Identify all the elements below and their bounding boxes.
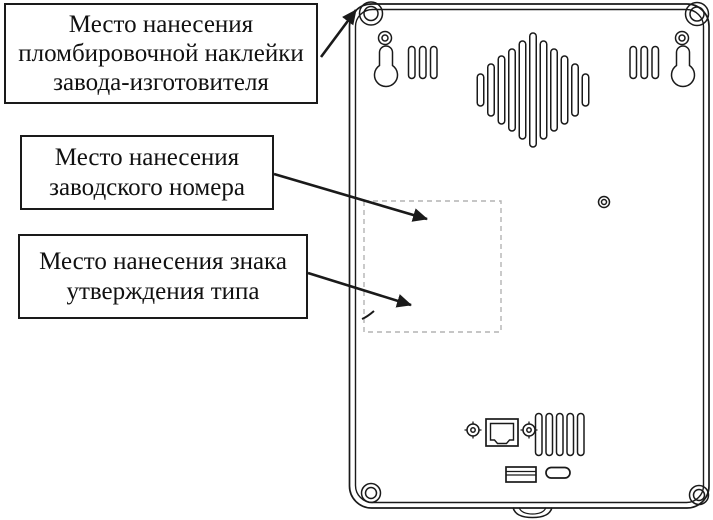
tick-mark	[361, 310, 375, 320]
corner-screw-bottom-right	[688, 484, 710, 506]
corner-screw-bottom-left	[360, 482, 382, 504]
label-type-approval: Место нанесения знака утверждения типа	[18, 234, 308, 319]
vent-slots-top-right	[629, 45, 660, 80]
card-slot	[545, 466, 571, 479]
mount-screw-right	[674, 30, 690, 46]
label-sealing-sticker: Место нанесения пломбировочной наклейки …	[4, 3, 318, 104]
speaker-grille	[476, 32, 590, 148]
marking-area-dashed	[363, 200, 502, 333]
arrow-type-approval	[307, 271, 412, 308]
arrow-sealing-sticker	[319, 9, 358, 58]
stand-bump	[512, 507, 553, 519]
label-line: завода-изготовителя	[53, 69, 269, 97]
usb-port	[505, 466, 537, 483]
arrow-serial-number	[273, 172, 428, 222]
corner-screw-top-right	[684, 1, 710, 27]
ethernet-screw-left	[464, 421, 482, 439]
label-line: пломбировочной наклейки	[18, 39, 304, 67]
label-line: утверждения типа	[66, 277, 260, 305]
chassis-screw-center	[597, 195, 611, 209]
label-line: заводского номера	[49, 173, 245, 201]
vent-slots-bottom	[534, 412, 585, 457]
label-line: Место нанесения знака	[39, 248, 287, 276]
mount-keyhole-left	[373, 45, 399, 88]
label-line: Место нанесения	[68, 10, 254, 38]
device-outline	[348, 3, 710, 509]
corner-screw-top-left	[358, 1, 384, 26]
ethernet-port-rj45	[485, 418, 519, 447]
label-serial-number: Место нанесения заводского номера	[20, 135, 274, 210]
mount-keyhole-right	[670, 45, 696, 88]
mount-screw-left	[377, 30, 393, 46]
label-line: Место нанесения	[54, 144, 240, 172]
vent-slots-top-left	[407, 45, 438, 80]
